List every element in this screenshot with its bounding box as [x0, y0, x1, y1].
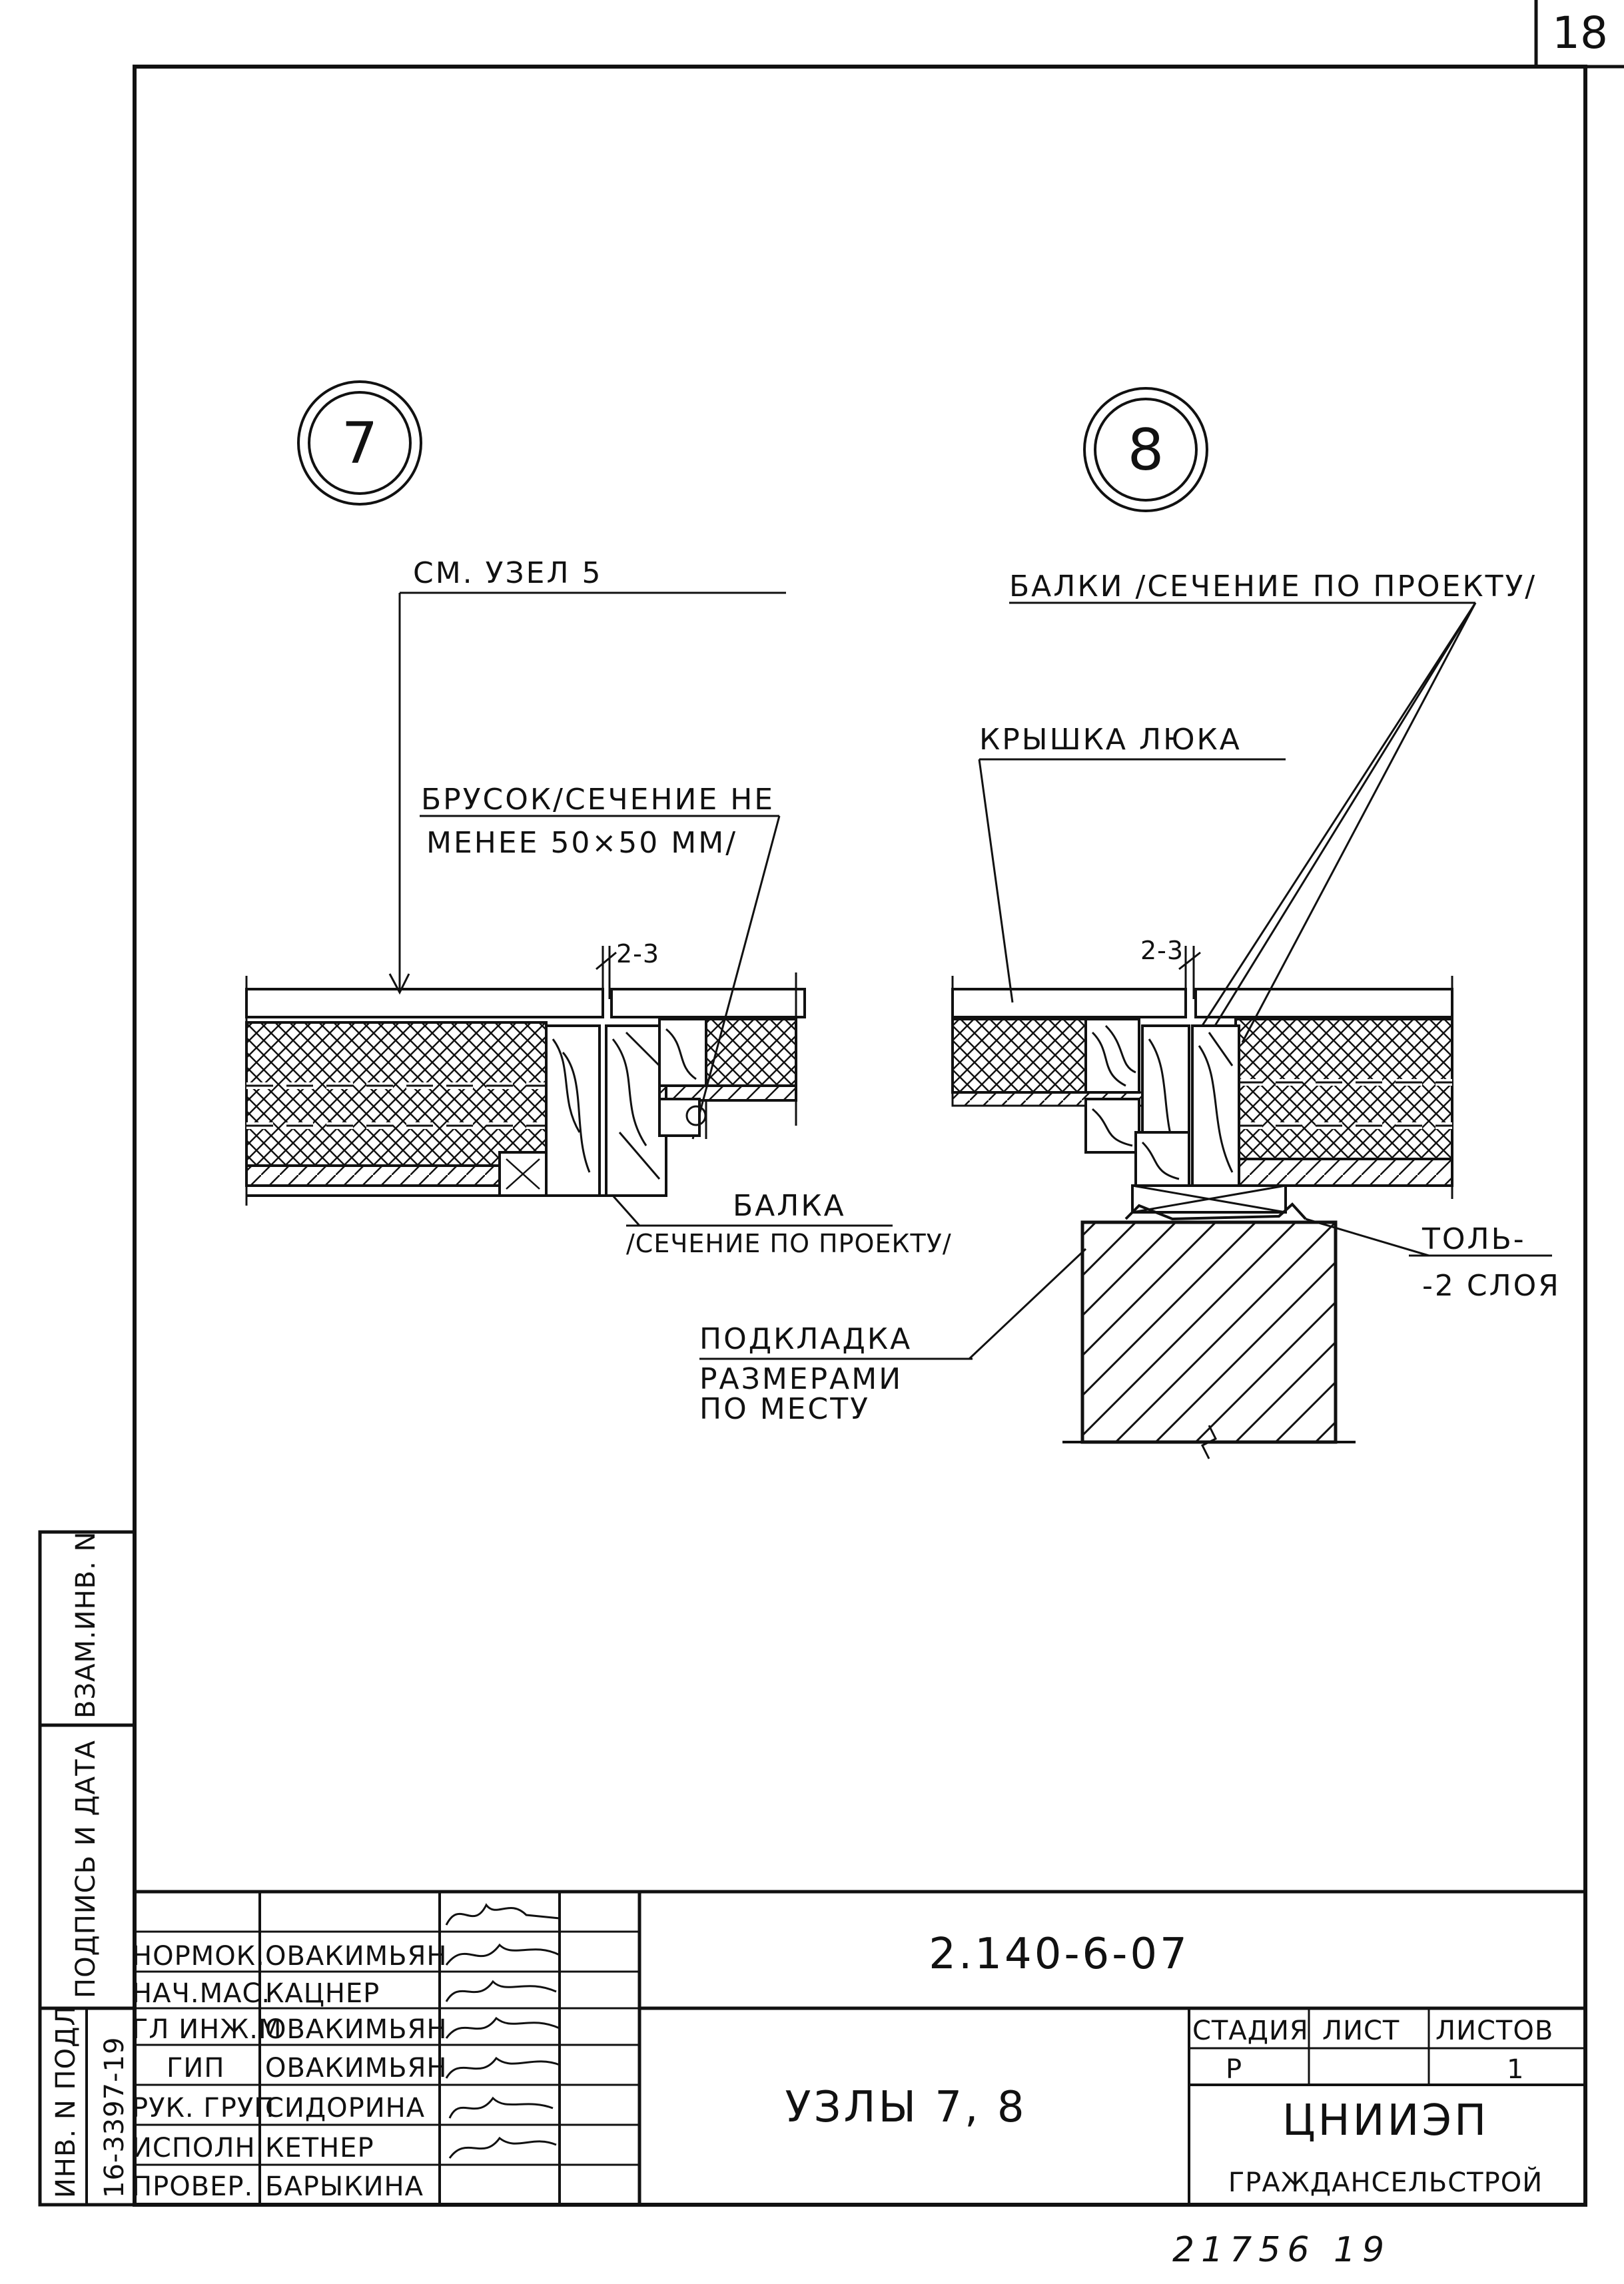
side-sign-date: ПОДПИСЬ И ДАТА — [71, 1740, 101, 1998]
node-7-number: 7 — [342, 410, 378, 477]
tb-title: УЗЛЫ 7, 8 — [785, 2083, 1026, 2132]
node-7-block-label-2: МЕНЕЕ 50×50 ММ/ — [426, 826, 737, 860]
signature-scribbles — [445, 1903, 560, 2159]
node-8-pad-label-2: РАЗМЕРАМИ — [699, 1362, 903, 1396]
tb-name-0: ОВАКИМЬЯН — [265, 1941, 447, 1972]
corner-number-box: 18 — [1534, 0, 1624, 69]
node-8-hatch-cover-label: КРЫШКА ЛЮКА — [979, 723, 1242, 757]
node-8-roofing-label-1: ТОЛЬ- — [1421, 1222, 1526, 1256]
corner-sheet-number: 18 — [1552, 7, 1608, 59]
tb-role-4: РУК. ГРУП — [132, 2093, 274, 2123]
tb-name-6: БАРЫКИНА — [265, 2171, 424, 2202]
tb-role-6: ПРОВЕР. — [132, 2171, 253, 2202]
node-7-beam-section-label: /СЕЧЕНИЕ ПО ПРОЕКТУ/ — [626, 1229, 952, 1258]
tb-doc-code: 2.140-6-07 — [929, 1930, 1190, 1979]
node-8-pad-label-1: ПОДКЛАДКА — [699, 1322, 912, 1356]
side-stamp: ВЗАМ.ИНВ. N ПОДПИСЬ И ДАТА ИНВ. N ПОДЛ 1… — [38, 1530, 137, 2207]
node-8: 8 БАЛКИ /СЕЧЕНИЕ ПО ПРОЕКТУ/ КРЫШКА ЛЮКА… — [699, 387, 1561, 1459]
tb-stage-header: СТАДИЯ — [1192, 2016, 1309, 2046]
tb-role-1: НАЧ.МАС. — [132, 1978, 270, 2009]
footer-numbers: 21756 19 — [1172, 2230, 1391, 2270]
node-7-marker: 7 — [297, 380, 422, 506]
tb-name-5: КЕТНЕР — [265, 2133, 374, 2163]
side-inv-orig: ИНВ. N ПОДЛ — [51, 2006, 81, 2198]
tb-org-line2: ГРАЖДАНСЕЛЬСТРОЙ — [1228, 2166, 1543, 2198]
tb-role-5: ИСПОЛН. — [132, 2133, 264, 2163]
tb-role-3: ГИП — [167, 2053, 224, 2084]
node-7-block-label-1: БРУСОК/СЕЧЕНИЕ НЕ — [421, 783, 775, 817]
tb-sheets-value: 1 — [1507, 2054, 1524, 2085]
tb-name-3: ОВАКИМЬЯН — [265, 2053, 447, 2084]
node-8-roofing-label-2: -2 СЛОЯ — [1422, 1269, 1561, 1303]
node-8-gap-label: 2-3 — [1140, 936, 1184, 965]
node-8-marker: 8 — [1083, 387, 1208, 512]
node-8-number: 8 — [1128, 417, 1164, 484]
tb-name-4: СИДОРИНА — [265, 2093, 425, 2123]
tb-role-0: НОРМОК. — [132, 1941, 265, 1972]
tb-role-2: ГЛ ИНЖ.М — [132, 2014, 282, 2045]
node-7-beam-label: БАЛКА — [733, 1189, 846, 1223]
node-8-beams-label: БАЛКИ /СЕЧЕНИЕ ПО ПРОЕКТУ/ — [1009, 570, 1537, 603]
node-8-pad-label-3: ПО МЕСТУ — [699, 1392, 870, 1426]
side-inv-number: 16-3397-19 — [99, 2037, 130, 2198]
node-7-gap-label: 2-3 — [616, 939, 659, 968]
tb-org-line1: ЦНИИЭП — [1282, 2096, 1489, 2145]
tb-name-1: КАЦНЕР — [265, 1978, 380, 2009]
tb-stage-value: Р — [1226, 2054, 1242, 2085]
tb-name-2: ОВАКИМЬЯН — [265, 2014, 447, 2045]
tb-sheet-header: ЛИСТ — [1322, 2016, 1400, 2046]
title-block: НОРМОК. ОВАКИМЬЯН НАЧ.МАС. КАЦНЕР ГЛ ИНЖ… — [132, 1890, 1585, 2207]
node-7: 7 СМ. УЗЕЛ 5 БРУСОК/СЕЧЕНИЕ НЕ МЕНЕЕ 50×… — [245, 380, 952, 1258]
tb-sheets-header: ЛИСТОВ — [1435, 2016, 1553, 2046]
node-7-ref-label: СМ. УЗЕЛ 5 — [413, 556, 603, 590]
side-replace-inv: ВЗАМ.ИНВ. N — [71, 1531, 101, 1718]
